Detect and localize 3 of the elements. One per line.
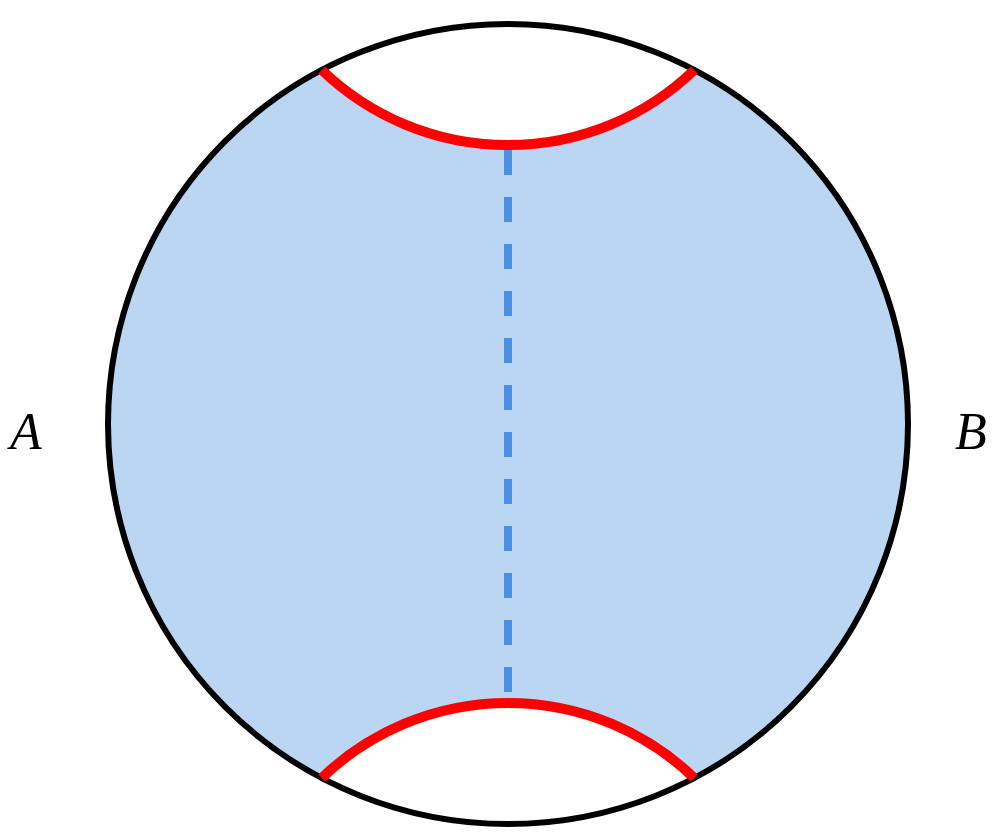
top-arc	[318, 66, 698, 150]
bottom-arc	[318, 698, 698, 782]
region-label: B	[955, 406, 987, 458]
